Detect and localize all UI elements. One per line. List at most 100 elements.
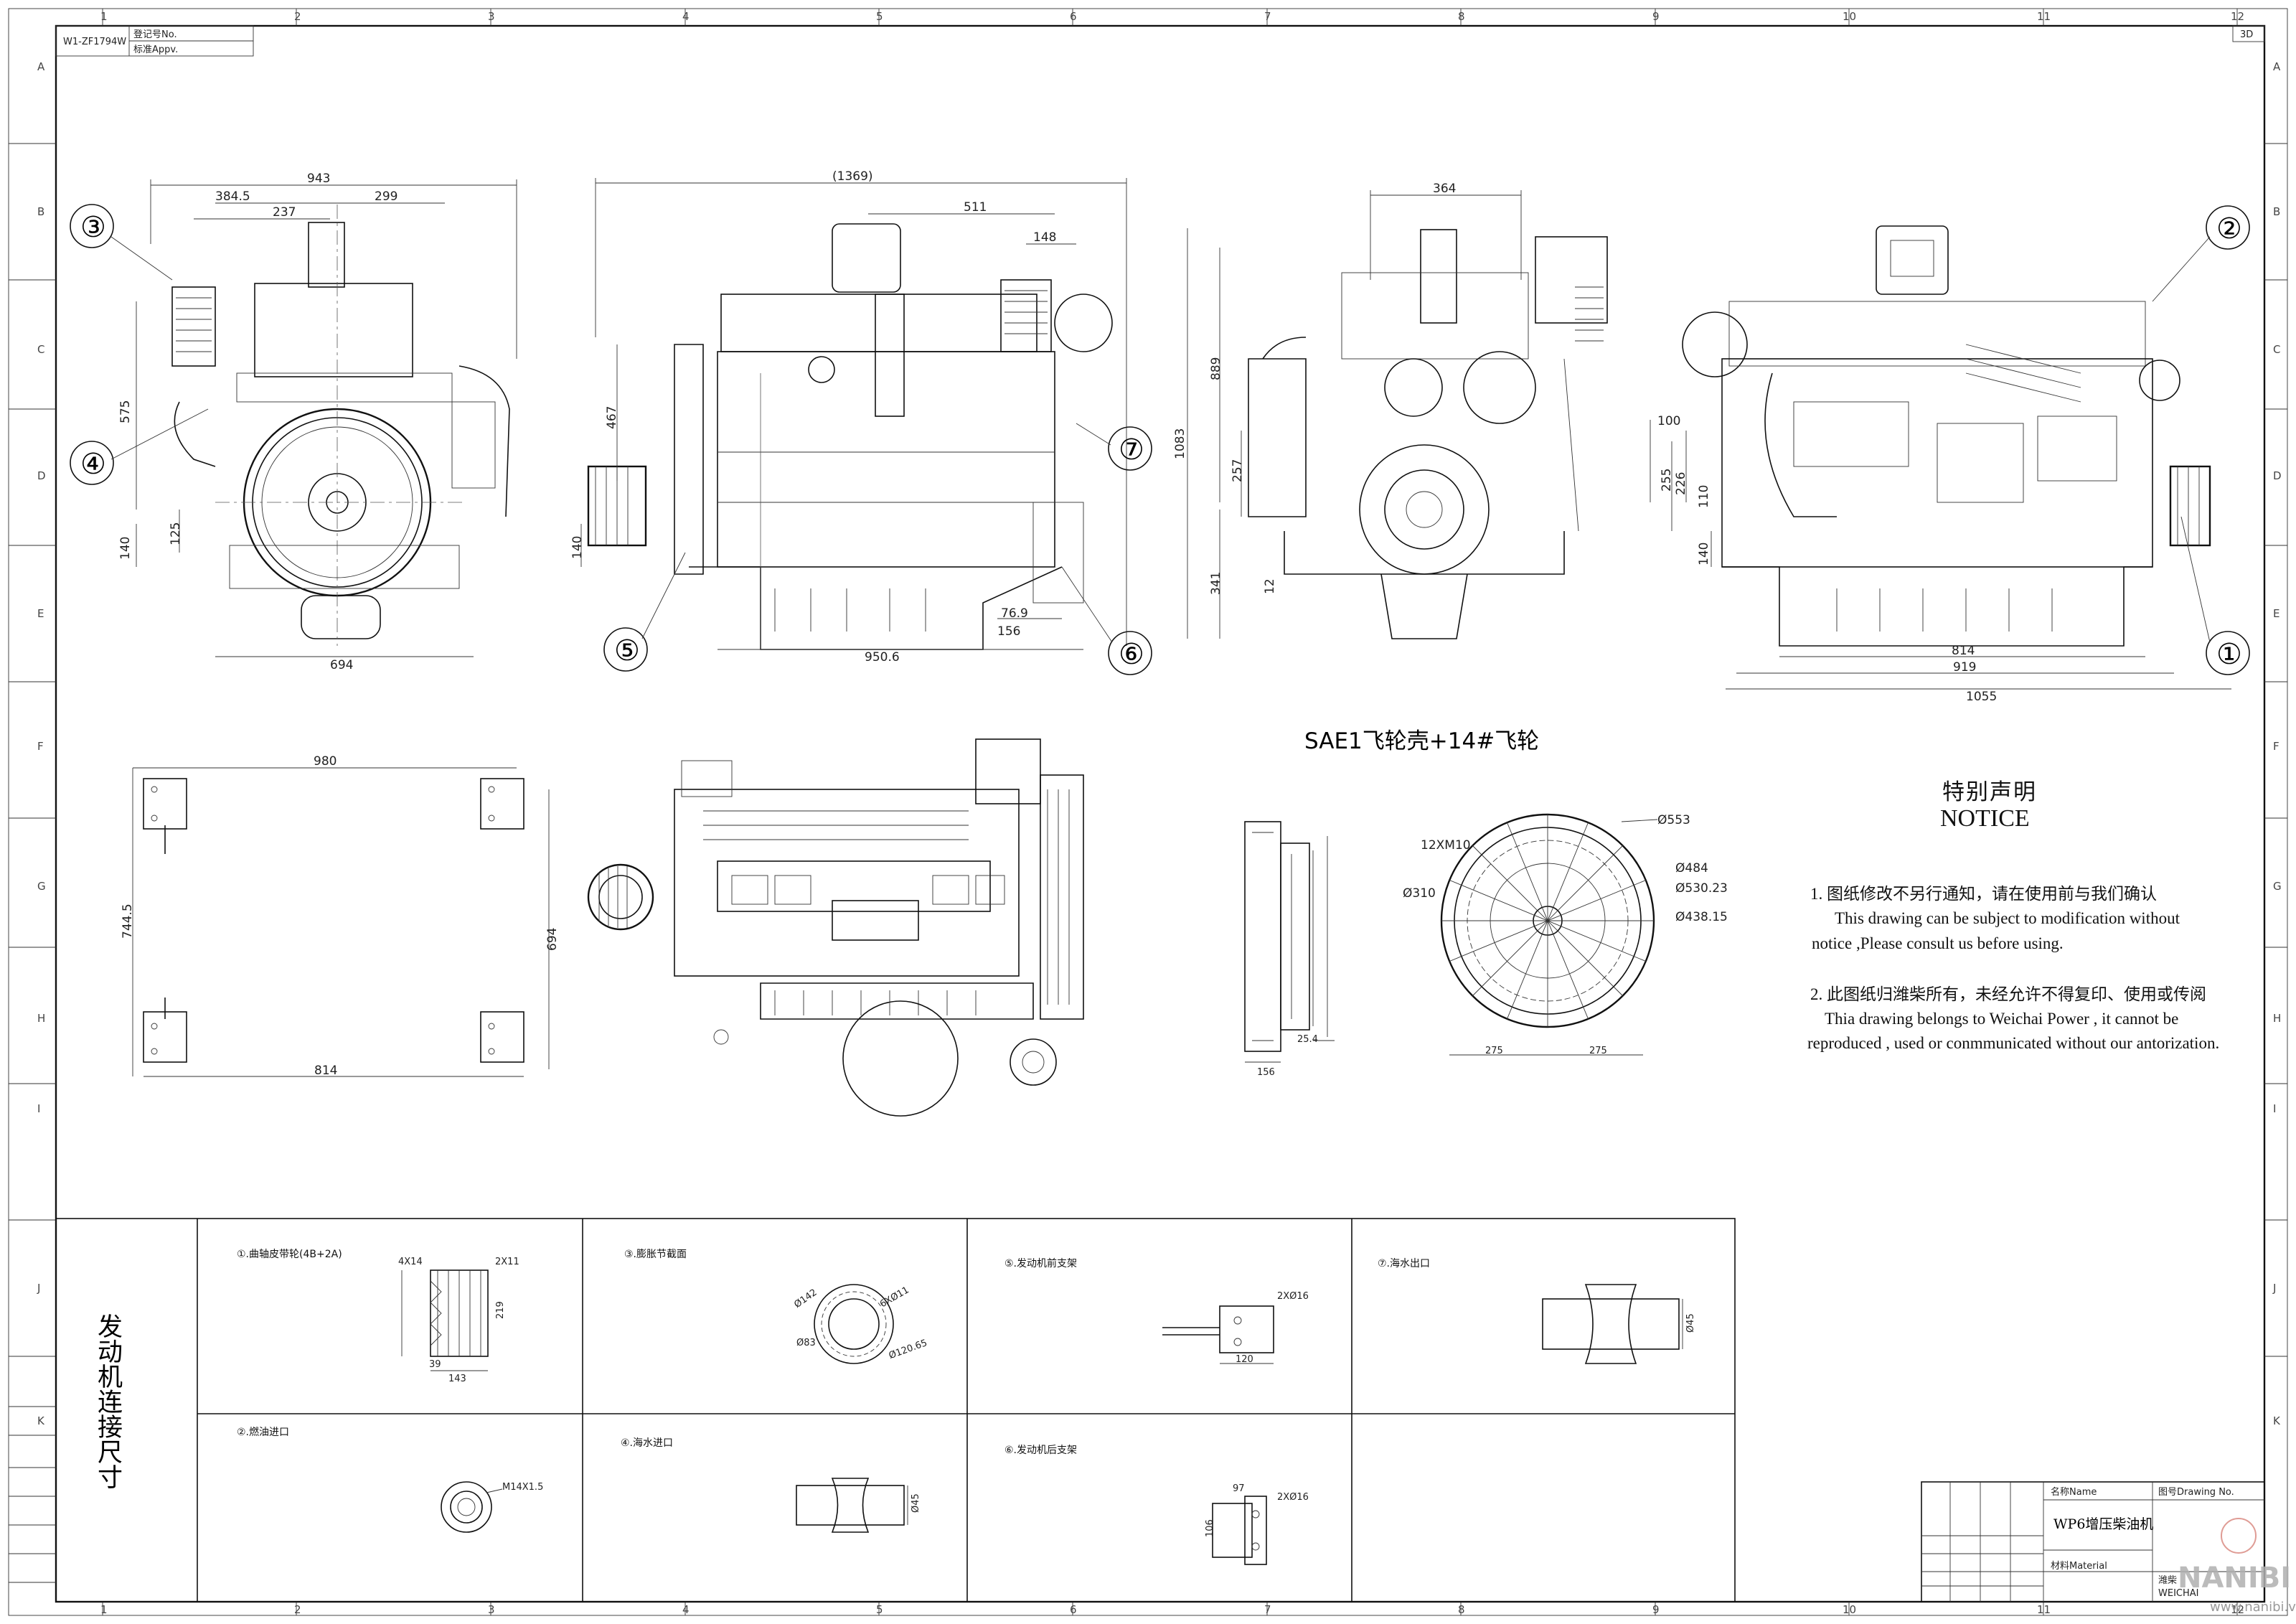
svg-text:J: J (37, 1282, 40, 1295)
svg-text:744.5: 744.5 (121, 903, 135, 939)
svg-text:C: C (37, 343, 44, 356)
svg-text:275: 275 (1589, 1046, 1607, 1056)
svg-text:Ø484: Ø484 (1675, 861, 1708, 876)
notice-p2-cn: 2. 此图纸归潍柴所有，未经允许不得复印、使用或传阅 (1810, 985, 2206, 1003)
svg-text:D: D (2273, 469, 2282, 482)
notice-p2-en-a: Thia drawing belongs to Weichai Power , … (1825, 1010, 2179, 1028)
notice-p1-en-a: This drawing can be subject to modificat… (1835, 909, 2180, 927)
svg-text:Ø142: Ø142 (792, 1287, 819, 1310)
svg-text:156: 156 (997, 624, 1020, 639)
svg-text:6: 6 (1070, 1603, 1077, 1616)
side-view-dimensions: (1369) 511 148 467 140 76.9 156 950.6 (570, 169, 1127, 665)
right-view-engine (1682, 225, 2211, 647)
callout-1: ① (2216, 638, 2242, 671)
svg-text:39: 39 (429, 1359, 441, 1370)
svg-text:H: H (2273, 1012, 2281, 1025)
svg-text:G: G (2273, 880, 2282, 893)
svg-text:Ø310: Ø310 (1403, 886, 1436, 901)
svg-text:⑥.发动机后支架: ⑥.发动机后支架 (1004, 1445, 1077, 1456)
svg-text:148: 148 (1033, 230, 1056, 245)
part-1-crank-pulley: ①.曲轴皮带轮(4B+2A) 4X14 2X11 219 39 143 (237, 1249, 519, 1384)
svg-text:10: 10 (1843, 10, 1856, 23)
svg-text:3: 3 (488, 10, 495, 23)
svg-text:发动机连接尺寸: 发动机连接尺寸 (93, 1313, 123, 1489)
svg-text:名称Name: 名称Name (2051, 1486, 2097, 1498)
svg-text:219: 219 (495, 1301, 506, 1319)
notice-p1-en-b: notice ,Please consult us before using. (1812, 934, 2064, 952)
svg-text:8: 8 (1458, 10, 1465, 23)
svg-text:575: 575 (118, 400, 133, 423)
flywheel-title: SAE1飞轮壳+14#飞轮 (1304, 728, 1539, 754)
grid-column-labels: 1 2 3 4 5 6 7 8 9 10 11 12 1 2 3 4 5 6 7… (100, 10, 2244, 1616)
svg-text:3D: 3D (2240, 29, 2253, 40)
part-7-seawater-outlet: ⑦.海水出口 Ø45 (1378, 1258, 1696, 1364)
svg-text:E: E (2273, 607, 2279, 620)
svg-text:143: 143 (448, 1374, 466, 1384)
svg-text:(1369): (1369) (832, 169, 873, 184)
part-2-fuel-inlet: ②.燃油进口 M14X1.5 (237, 1426, 543, 1533)
svg-text:潍柴: 潍柴 (2158, 1575, 2177, 1586)
svg-text:12: 12 (2231, 1603, 2244, 1616)
svg-text:12: 12 (1263, 578, 1277, 594)
svg-text:④.海水进口: ④.海水进口 (621, 1437, 673, 1449)
svg-text:B: B (37, 205, 44, 218)
notice-p2-en-b: reproduced , used or conmmunicated witho… (1807, 1034, 2220, 1052)
svg-text:F: F (2273, 740, 2279, 753)
svg-text:980: 980 (314, 754, 337, 769)
callout-3: ③ (80, 211, 106, 244)
svg-text:919: 919 (1953, 660, 1976, 675)
callout-4: ④ (80, 448, 106, 481)
svg-text:694: 694 (330, 658, 353, 672)
svg-text:140: 140 (570, 536, 585, 559)
svg-text:6XØ11: 6XØ11 (878, 1285, 911, 1310)
svg-text:255: 255 (1660, 469, 1674, 492)
svg-text:⑦.海水出口: ⑦.海水出口 (1378, 1258, 1430, 1269)
svg-text:I: I (2273, 1102, 2276, 1115)
svg-text:694: 694 (545, 928, 560, 951)
svg-text:125: 125 (169, 522, 183, 545)
svg-text:D: D (37, 469, 46, 482)
svg-text:Ø120.65: Ø120.65 (888, 1338, 929, 1361)
connection-table (9, 1218, 1736, 1602)
svg-text:①.曲轴皮带轮(4B+2A): ①.曲轴皮带轮(4B+2A) (237, 1249, 342, 1260)
svg-text:275: 275 (1485, 1046, 1503, 1056)
svg-text:814: 814 (1952, 644, 1975, 658)
svg-text:1083: 1083 (1173, 428, 1187, 459)
isometric-engine-view (587, 738, 1084, 1117)
front-view-dimensions: 943 384.5 299 237 575 125 140 694 (118, 172, 517, 672)
svg-text:364: 364 (1433, 182, 1456, 196)
svg-text:K: K (37, 1414, 45, 1427)
part-4-seawater-inlet: ④.海水进口 Ø45 (621, 1437, 921, 1533)
svg-text:341: 341 (1209, 572, 1223, 595)
svg-text:F: F (37, 740, 44, 753)
svg-text:110: 110 (1697, 485, 1711, 508)
svg-text:106: 106 (1205, 1519, 1215, 1537)
side-view-engine (587, 223, 1113, 650)
svg-text:Ø530.23: Ø530.23 (1675, 881, 1728, 896)
svg-text:950.6: 950.6 (865, 650, 900, 665)
svg-text:A: A (2273, 60, 2281, 73)
callout-2: ② (2216, 212, 2242, 245)
flywheel-section-view: 156 25.4 (1244, 821, 1335, 1078)
svg-text:384.5: 384.5 (215, 189, 250, 204)
part-3-expansion-joint: ③.膨胀节截面 Ø142 6XØ11 Ø83 Ø120.65 (624, 1248, 929, 1364)
svg-text:25.4: 25.4 (1297, 1034, 1318, 1045)
rear-view-dimensions: 364 1083 889 257 341 12 (1173, 182, 1522, 639)
front-view-engine (171, 205, 510, 646)
svg-text:11: 11 (2037, 10, 2051, 23)
svg-text:6: 6 (1070, 10, 1077, 23)
watermark-brand: NANIBI (2178, 1562, 2291, 1595)
rear-view-engine (1248, 229, 1608, 639)
svg-text:1055: 1055 (1966, 690, 1997, 704)
callout-7: ⑦ (1119, 433, 1144, 466)
callout-markers: ① ② ③ ④ ⑤ ⑥ ⑦ (70, 204, 2250, 675)
svg-text:3: 3 (488, 1603, 495, 1616)
notice-title-cn: 特别声明 (1942, 779, 2037, 805)
svg-text:5: 5 (876, 1603, 883, 1616)
svg-text:943: 943 (307, 172, 330, 186)
svg-text:2X11: 2X11 (495, 1257, 519, 1267)
svg-text:226: 226 (1674, 472, 1688, 495)
grid-row-labels: A B C D E F G H I J K A B C D E F G H I … (37, 60, 2282, 1427)
svg-text:11: 11 (2037, 1603, 2051, 1616)
